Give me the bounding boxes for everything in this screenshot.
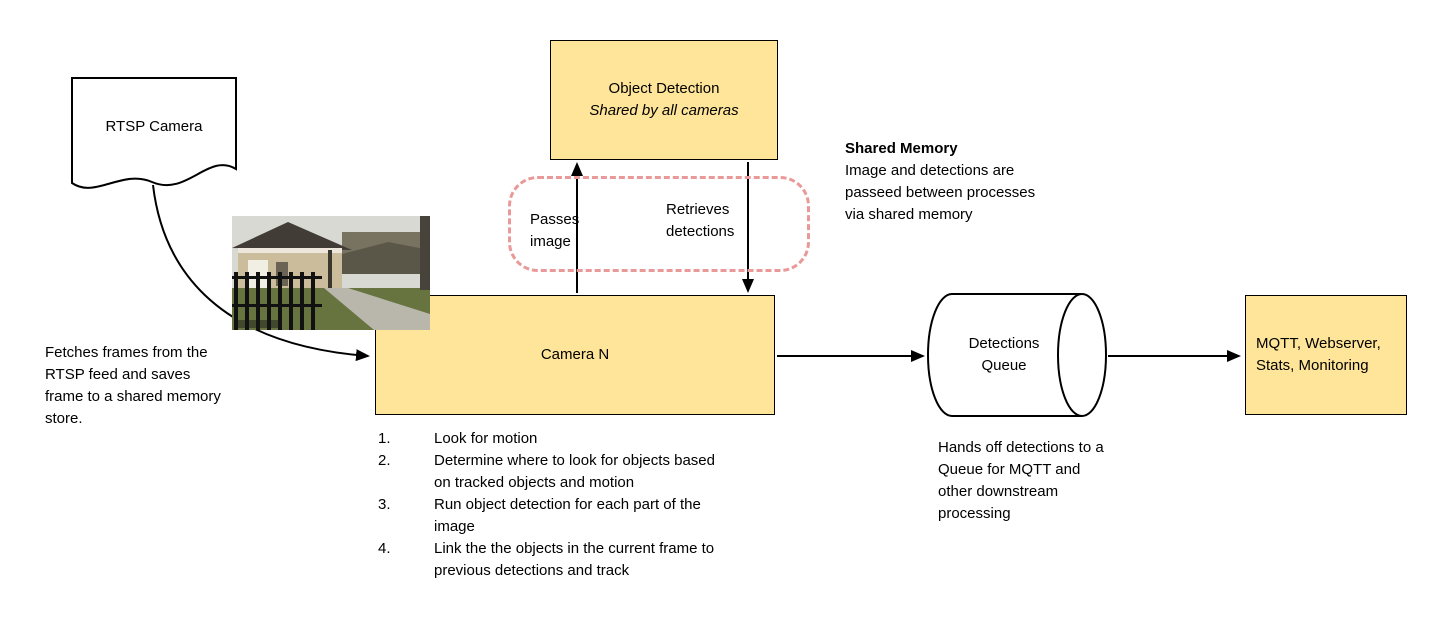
fence-picket [311,272,315,330]
queue-cylinder-end-cap [1057,293,1107,417]
fence-picket [300,272,304,330]
fetch-frames-note: Fetches frames from the RTSP feed and sa… [45,344,221,427]
background-foliage [342,242,430,274]
object-detection-sublabel: Shared by all cameras [589,102,739,119]
timestamp-overlay [234,320,282,328]
camera-step: Look for motion [378,428,734,450]
fence-picket [256,272,260,330]
outputs-node: MQTT, Webserver, Stats, Monitoring [1245,295,1407,415]
sidewalk [324,288,430,330]
shared-memory-dashed-region [508,176,810,272]
fence-picket [289,272,293,330]
fence-picket [234,272,238,330]
fence-rail [232,304,322,307]
camera-step: Run object detection for each part of th… [378,494,734,538]
house-trim [238,248,342,253]
camera-snapshot-image [232,216,430,330]
camera-step: Link the the objects in the current fram… [378,538,734,582]
outputs-label: MQTT, Webserver, Stats, Monitoring [1256,335,1381,374]
detections-queue-label: Detections Queue [968,335,1040,374]
rtsp-to-camera-arrow [152,184,370,362]
camera-step-text: Run object detection for each part of th… [434,496,701,535]
fence-picket [245,272,249,330]
camera-step: Determine where to look for objects base… [378,450,734,494]
camera-step-text: Determine where to look for objects base… [434,452,715,491]
downspout [328,250,332,288]
porch-post [420,216,430,290]
fence-picket [278,272,282,330]
fence-rail [232,276,322,279]
retrieves-detections-label: Retrieves detections [666,201,735,240]
shared-memory-body: Image and detections are passeed between… [845,162,1036,223]
queue-cylinder-body [927,293,1082,417]
object-detection-label: Object Detection [608,80,720,97]
detections-queue-cylinder-shape [927,293,1107,417]
detections-queue-note: Hands off detections to a Queue for MQTT… [938,439,1104,522]
camera-n-label: Camera N [540,346,610,363]
camera-steps-list: Look for motion Determine where to look … [378,428,734,582]
fence-picket [267,272,271,330]
camera-step-text: Link the the objects in the current fram… [434,540,715,579]
rtsp-camera-document-shape [71,77,237,189]
camera-n-node: Camera N [375,295,775,415]
shared-memory-title: Shared Memory [845,140,958,157]
camera-step-text: Look for motion [434,430,538,447]
shared-memory-note: Shared Memory Image and detections are p… [845,138,1057,226]
rtsp-camera-label: RTSP Camera [105,118,203,135]
fence [232,272,322,330]
passes-image-label: Passes image [530,211,580,250]
object-detection-node: Object Detection Shared by all cameras [550,40,778,160]
house-roof [232,222,352,250]
